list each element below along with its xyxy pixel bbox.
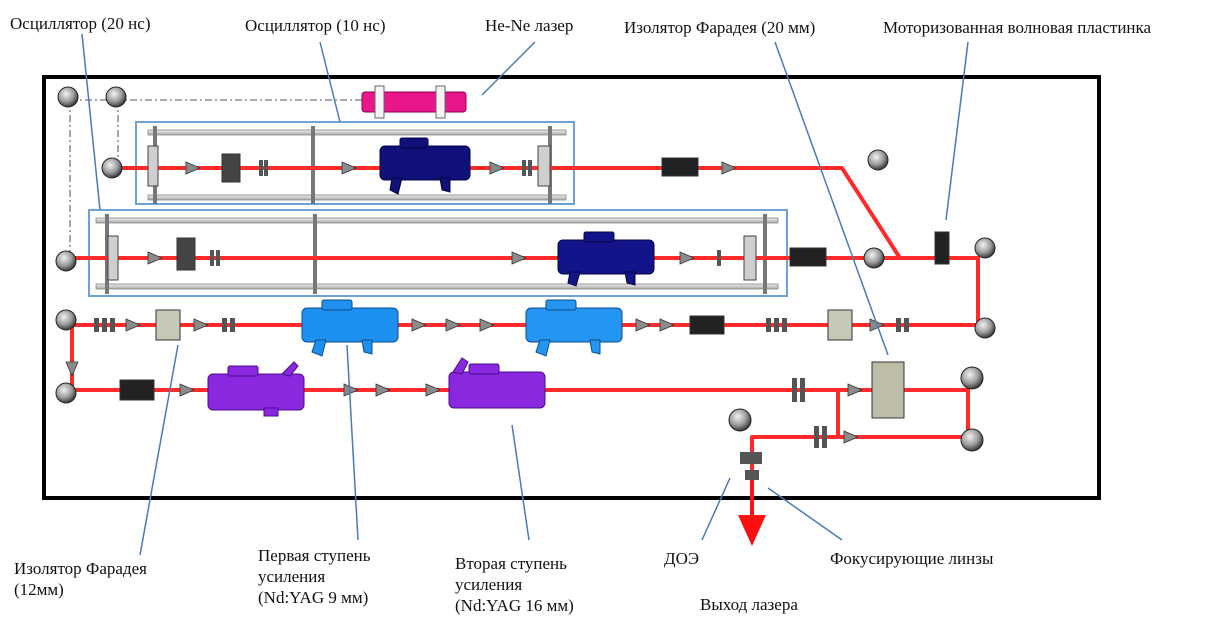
label-oscillator-10ns: Осциллятор (10 нс) [245,15,385,36]
label-faraday-isolator-12mm-line2: (12мм) [14,579,147,600]
label-second-stage-line3: (Nd:YAG 16 мм) [455,595,574,616]
label-second-stage-line1: Вторая ступень [455,553,574,574]
label-faraday-isolator-12mm: Изолятор Фарадея (12мм) [14,558,147,600]
label-first-stage-line1: Первая ступень [258,545,370,566]
label-first-stage-line2: усиления [258,566,370,587]
laser-output-arrow-head [738,515,766,546]
label-oscillator-20ns: Осциллятор (20 нс) [10,13,150,34]
label-faraday-isolator-20mm: Изолятор Фарадея (20 мм) [624,17,815,38]
label-first-amplifier-stage: Первая ступень усиления (Nd:YAG 9 мм) [258,545,370,608]
label-doe: ДОЭ [664,548,699,569]
label-second-stage-line2: усиления [455,574,574,595]
label-focusing-lenses: Фокусирующие линзы [830,548,993,569]
label-faraday-isolator-12mm-line1: Изолятор Фарадея [14,558,147,579]
label-laser-output: Выход лазера [700,594,798,615]
label-second-amplifier-stage: Вторая ступень усиления (Nd:YAG 16 мм) [455,553,574,616]
label-first-stage-line3: (Nd:YAG 9 мм) [258,587,370,608]
label-motorized-waveplate: Моторизованная волновая пластинка [883,17,1151,38]
label-he-ne-laser: He-Ne лазер [485,15,573,36]
